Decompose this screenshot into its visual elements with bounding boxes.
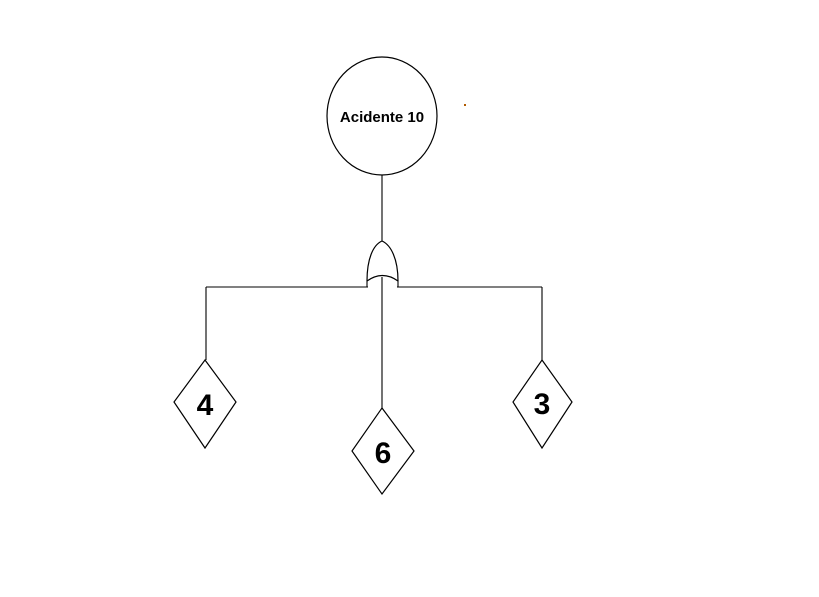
event-label-center: 6 [375, 437, 392, 470]
event-label-left: 4 [197, 389, 214, 422]
or-gate-stubs [366, 281, 399, 287]
undeveloped-event-diamond-left [173, 358, 237, 450]
event-label-right: 3 [534, 388, 551, 421]
stray-dot [464, 104, 466, 106]
undeveloped-event-diamond-center [351, 406, 415, 496]
undeveloped-event-diamond-right [512, 358, 573, 450]
or-gate-icon [366, 240, 399, 287]
or-gate-dome [366, 240, 399, 282]
or-gate-bottom-arc [366, 274, 399, 282]
top-event-label: Acidente 10 [340, 109, 424, 126]
